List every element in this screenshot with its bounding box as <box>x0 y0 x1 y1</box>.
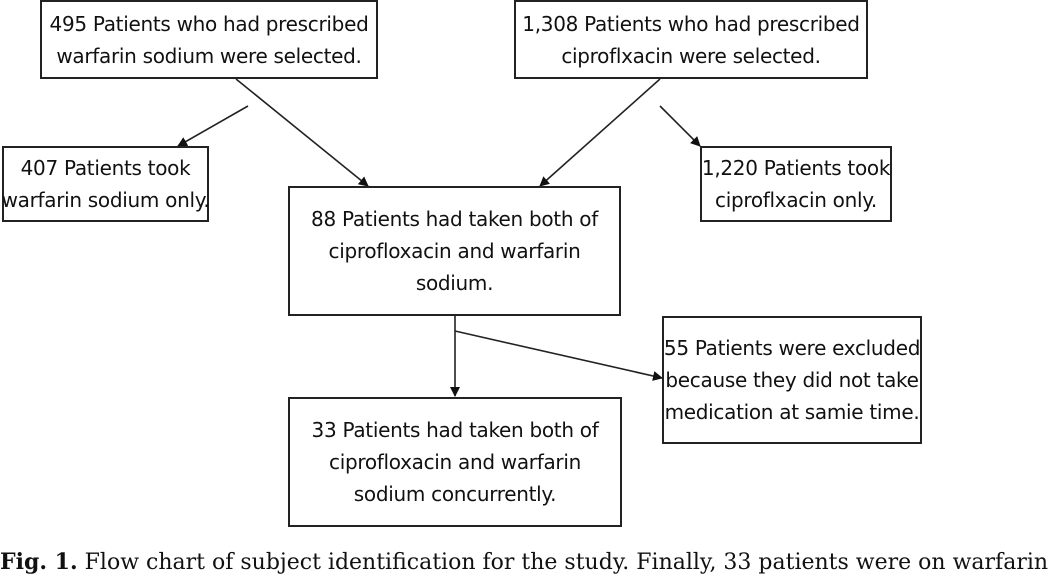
box-cipro-selected: 1,308 Patients who had prescribed ciprof… <box>514 0 868 79</box>
box-warfarin-selected: 495 Patients who had prescribed warfarin… <box>40 0 378 79</box>
box-text-line: 495 Patients who had prescribed <box>49 11 369 36</box>
box-cipro-only: 1,220 Patients took ciproflxacin only. <box>700 146 892 222</box>
box-text-line: sodium concurrently. <box>353 482 557 506</box>
box-text-line: medication at samie time. <box>664 400 920 424</box>
box-text-line: 407 Patients took <box>20 156 191 180</box>
box-both: 88 Patients had taken both of ciprofloxa… <box>288 186 621 316</box>
figure-label: Fig. 1. <box>0 549 78 575</box>
box-text-line: 55 Patients were excluded <box>663 336 921 360</box>
figure-caption: Fig. 1. Flow chart of subject identifica… <box>0 546 1048 575</box>
box-concurrent: 33 Patients had taken both of ciprofloxa… <box>288 397 622 527</box>
box-text-line: warfarin sodium only. <box>1 188 210 212</box>
arrow-warfarin-to-both <box>235 78 369 187</box>
box-text-line: ciproflxacin were selected. <box>561 43 821 68</box>
flow-arrows <box>177 78 701 397</box>
box-text-line: warfarin sodium were selected. <box>56 43 362 68</box>
box-text-line: ciprofloxacin and warfarin <box>328 239 581 263</box>
box-text-line: 1,308 Patients who had prescribed <box>522 11 860 36</box>
box-excluded: 55 Patients were excluded because they d… <box>662 316 922 444</box>
box-text-line: ciprofloxacin and warfarin <box>329 450 581 474</box>
box-text-line: sodium. <box>415 271 494 295</box>
box-text-line: ciproflxacin only. <box>715 188 877 212</box>
box-text-line: 88 Patients had taken both of <box>311 207 598 231</box>
box-text-line: 33 Patients had taken both of <box>311 418 599 442</box>
box-warfarin-only: 407 Patients took warfarin sodium only. <box>1 146 210 222</box>
box-text-line: because they did not take <box>665 368 919 392</box>
arrow-cipro-to-both <box>539 78 661 187</box>
arrow-warfarin-to-warfarin-only <box>177 105 249 147</box>
figure-caption-text: Flow chart of subject identification for… <box>84 550 1048 575</box>
box-text-line: 1,220 Patients took <box>701 156 891 180</box>
arrow-both-to-excluded <box>454 330 663 381</box>
arrow-cipro-to-cipro-only <box>659 105 701 147</box>
